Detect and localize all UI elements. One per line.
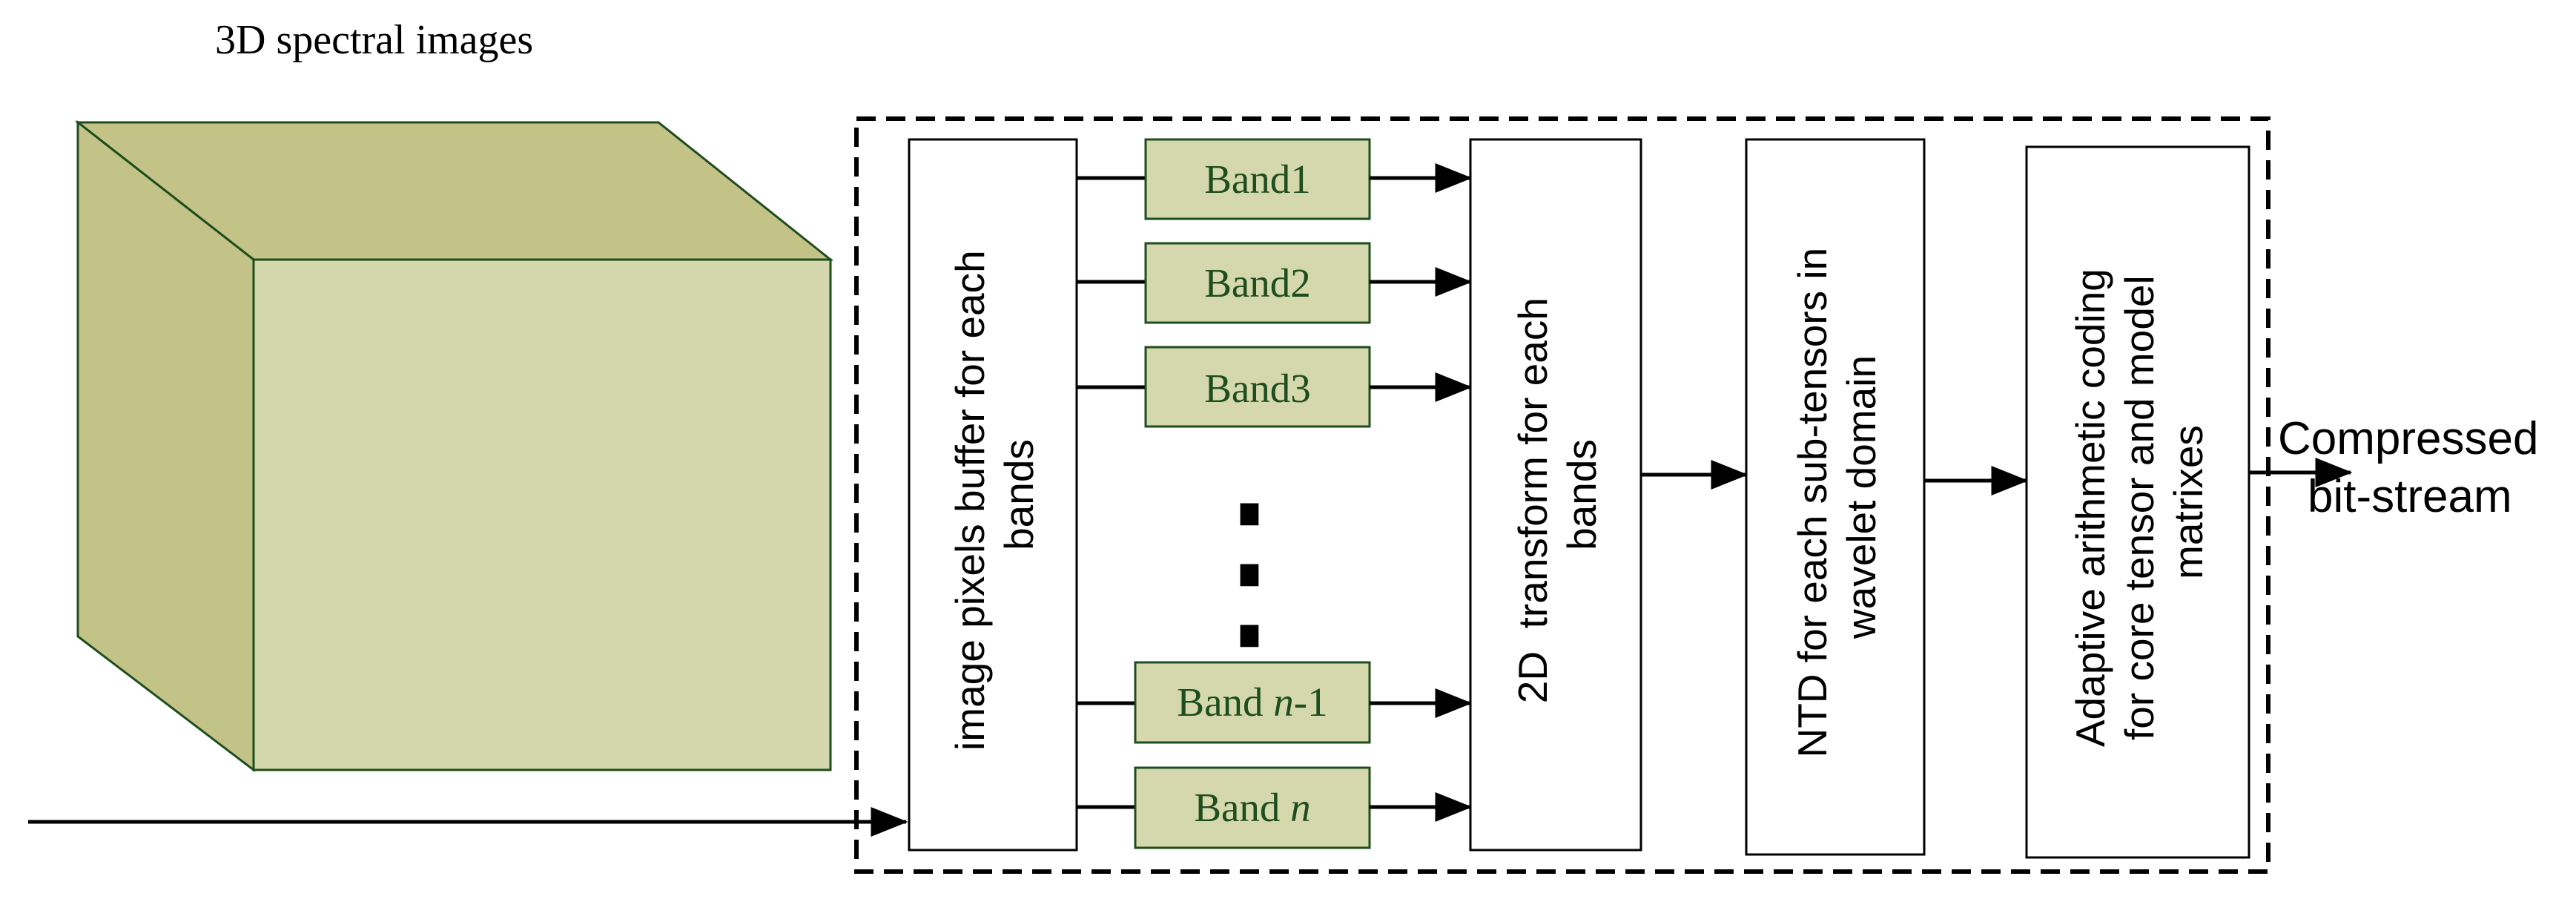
band-ellipsis: ⋮ bbox=[1160, 472, 1338, 669]
ntd-label-line1: NTD for each sub-tensors in bbox=[1789, 248, 1835, 758]
output-label: Compressed bit-stream bbox=[2278, 413, 2552, 522]
buffer-label: image pixels buffer for each bands bbox=[947, 239, 1042, 751]
ntd-label-line2: wavelet domain bbox=[1838, 355, 1884, 639]
band-3-label: Band3 bbox=[1204, 366, 1311, 411]
coding-box bbox=[2025, 145, 2250, 859]
band-n-box bbox=[1134, 766, 1371, 849]
output-label-line2: bit-stream bbox=[2308, 471, 2512, 522]
coding-label-line1: Adaptive arithmetic coding bbox=[2067, 269, 2113, 747]
band-n-label: Band n bbox=[1194, 785, 1310, 830]
band-n-prefix: Band bbox=[1194, 785, 1290, 830]
band-2-label: Band2 bbox=[1204, 260, 1311, 306]
transform-label-line2: bands bbox=[1559, 439, 1605, 550]
band-row-1: Band1 bbox=[1077, 138, 1473, 220]
band-row-n-minus-1: Band n-1 bbox=[1077, 661, 1473, 744]
band-n-minus-1-italic: n bbox=[1273, 679, 1294, 725]
coding-label: Adaptive arithmetic coding for core tens… bbox=[2067, 257, 2211, 747]
band-n-minus-1-label: Band n-1 bbox=[1177, 679, 1327, 725]
band-n-italic: n bbox=[1290, 785, 1311, 830]
ntd-label: NTD for each sub-tensors in wavelet doma… bbox=[1789, 236, 1884, 757]
band-row-2: Band2 bbox=[1077, 242, 1473, 324]
transform-label: 2D transform for each bands bbox=[1510, 286, 1605, 703]
diagram-title: 3D spectral images bbox=[215, 17, 533, 63]
band-n-minus-1-suffix: -1 bbox=[1294, 679, 1328, 725]
coding-label-line3: matrixes bbox=[2165, 425, 2211, 579]
ntd-box bbox=[1745, 138, 1926, 856]
band-row-n: Band n bbox=[1077, 766, 1473, 849]
spectral-cube bbox=[74, 119, 834, 773]
cube-front-face bbox=[252, 258, 832, 771]
band-row-3: Band3 bbox=[1077, 346, 1473, 428]
buffer-box bbox=[908, 138, 1078, 852]
output-label-line1: Compressed bbox=[2278, 413, 2538, 464]
processing-boundary bbox=[854, 116, 2270, 874]
buffer-label-line2: bands bbox=[996, 439, 1042, 550]
coding-label-line2: for core tensor and model bbox=[2116, 275, 2162, 740]
band-1-label: Band1 bbox=[1204, 157, 1311, 202]
transform-label-line1: 2D transform for each bbox=[1510, 297, 1556, 703]
transform-box bbox=[1469, 138, 1642, 852]
band-n-minus-1-prefix: Band bbox=[1177, 679, 1273, 725]
band-2-box bbox=[1144, 242, 1371, 324]
buffer-label-line1: image pixels buffer for each bbox=[947, 250, 993, 751]
